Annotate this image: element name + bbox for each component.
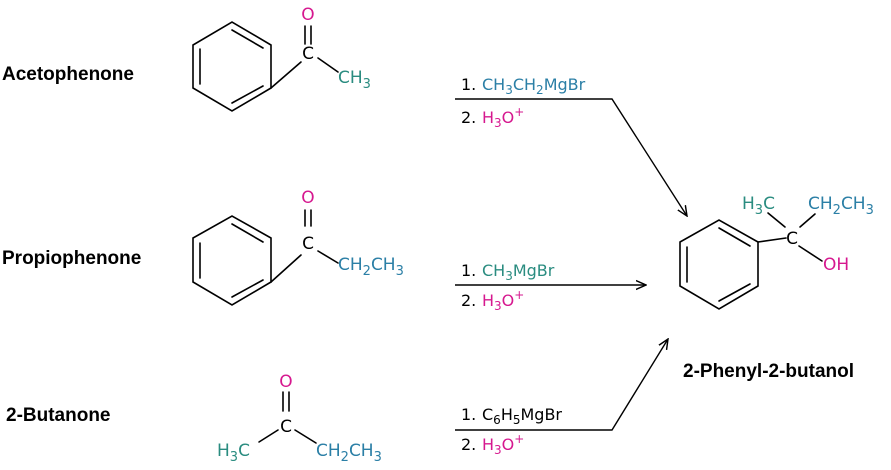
product-name: 2-Phenyl-2-butanol	[683, 361, 854, 382]
reagent-hydronium: H3O+	[482, 432, 524, 457]
ring-inner-bond	[231, 223, 264, 243]
c-ethyl-bond	[799, 213, 816, 228]
reagent-methylmagnesium-bromide: CH3MgBr	[482, 261, 555, 283]
step-2-number: 2.	[461, 291, 476, 310]
carbonyl-carbon: C	[280, 417, 292, 437]
reaction-arrow-3	[455, 339, 668, 431]
ring-carbonyl-bond	[270, 61, 302, 89]
ring-inner-bond	[231, 279, 264, 298]
carbinol-carbon: C	[786, 229, 798, 249]
methyl-group: H3C	[217, 441, 250, 465]
c-ethyl-bond	[294, 429, 317, 444]
benzene-ring	[192, 215, 272, 306]
butanone-structure: O C H3C CH2CH3	[217, 372, 382, 465]
c-methyl-bond	[767, 212, 786, 228]
carbonyl-carbon: C	[302, 44, 314, 64]
reagents-1: 1. CH3CH2MgBr 2. H3O+	[455, 75, 687, 216]
ring-carbinol-bond	[757, 237, 787, 243]
oxygen-atom: O	[301, 5, 314, 25]
acetophenone-structure: O C CH3	[192, 5, 371, 112]
propiophenone-structure: O C CH2CH3	[192, 188, 404, 306]
c-methyl-bond	[258, 429, 279, 443]
butanone-name: 2-Butanone	[6, 405, 111, 426]
ring-inner-bond	[231, 29, 264, 49]
carbonyl-carbon: C	[302, 234, 314, 254]
ring-bonds	[192, 21, 272, 112]
acetophenone-name: Acetophenone	[2, 64, 134, 85]
propiophenone-name: Propiophenone	[2, 248, 141, 269]
ethyl-group: CH2CH3	[316, 441, 382, 465]
reagents-2: 1. CH3MgBr 2. H3O+	[455, 261, 646, 313]
reagent-phenylmagnesium-bromide: C6H5MgBr	[482, 405, 562, 427]
ring-inner-bond	[231, 85, 264, 104]
hydroxyl-group: OH	[823, 255, 849, 275]
ethyl-group: CH2CH3	[808, 194, 874, 218]
c-substituent-bond	[317, 250, 339, 264]
benzene-ring	[192, 21, 272, 112]
ring-carbonyl-bond	[270, 254, 302, 283]
c-substituent-bond	[317, 57, 339, 73]
product-structure: C H3C CH2CH3 OH	[679, 194, 874, 310]
reagents-3: 1. C6H5MgBr 2. H3O+	[455, 339, 668, 457]
ethyl-group: CH2CH3	[338, 255, 404, 279]
ring-inner-bond	[718, 227, 751, 247]
reagent-hydronium: H3O+	[482, 288, 524, 313]
step-1-number: 1.	[461, 261, 476, 280]
step-1-number: 1.	[461, 75, 476, 94]
benzene-ring	[679, 219, 759, 310]
step-1-number: 1.	[461, 405, 476, 424]
reagent-ethylmagnesium-bromide: CH3CH2MgBr	[482, 75, 586, 97]
step-2-number: 2.	[461, 108, 476, 127]
c-hydroxyl-bond	[798, 245, 823, 262]
methyl-group: CH3	[338, 68, 371, 92]
oxygen-atom: O	[279, 372, 292, 392]
reaction-arrow-1	[455, 98, 687, 216]
ring-inner-bond	[718, 283, 751, 302]
step-2-number: 2.	[461, 435, 476, 454]
oxygen-atom: O	[301, 188, 314, 208]
reagent-hydronium: H3O+	[482, 105, 524, 130]
ring-bonds	[192, 215, 272, 306]
ring-bonds	[679, 219, 759, 310]
